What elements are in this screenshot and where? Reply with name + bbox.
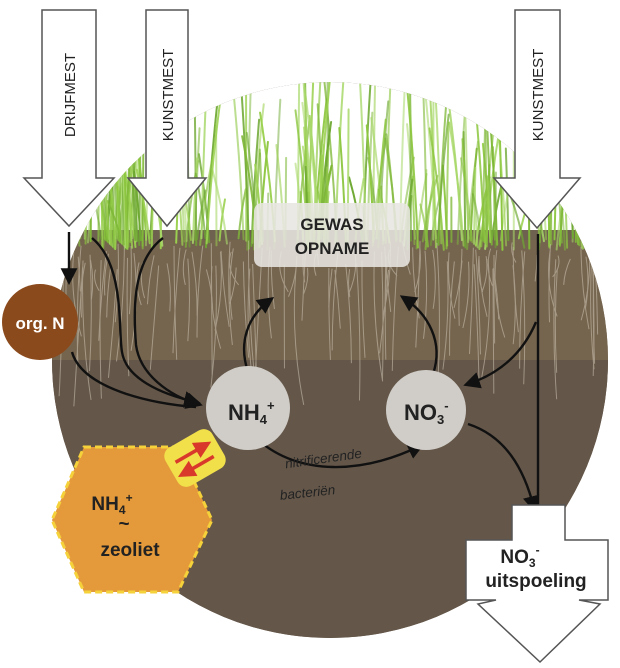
nh4-node — [206, 366, 290, 450]
kunstmest-right-arrow: KUNSTMEST — [492, 9, 582, 230]
drijfmest-to-nh4-arrow — [91, 237, 201, 408]
org-n-node — [2, 284, 78, 360]
kunstmest-right-label: KUNSTMEST — [530, 49, 547, 142]
kunstmest-left-label: KUNSTMEST — [160, 49, 177, 142]
leaching-label-line2: uitspoeling — [485, 571, 586, 592]
zeolite-line1: NH4+ — [91, 491, 132, 517]
leaching-label-line1: NO3- — [500, 543, 539, 570]
nh4-label: NH4+ — [228, 398, 275, 427]
no3-label: NO3- — [404, 398, 449, 427]
no3-node — [386, 370, 466, 450]
leaching-arrow — [465, 504, 609, 664]
zeolite-line3: zeoliet — [100, 540, 160, 561]
nitrification-arrow — [257, 439, 425, 469]
flow-arrows — [60, 232, 547, 524]
no3-to-crop-arrow — [399, 295, 438, 375]
crop-uptake-line2: OPNAME — [295, 239, 370, 258]
crop-uptake-box — [254, 203, 410, 267]
no3-to-leaching-arrow — [467, 422, 540, 513]
exchange-icon — [164, 429, 226, 487]
orgn-to-nh4-arrow — [70, 351, 197, 409]
crop-uptake-line1: GEWAS — [300, 215, 363, 234]
drijfmest-label: DRIJFMEST — [62, 53, 79, 137]
kunstmest-left-arrow: KUNSTMEST — [126, 9, 208, 228]
bacteria-label-line2: bacteriën — [279, 482, 336, 503]
drijfmest-arrow: DRIJFMEST — [22, 9, 116, 228]
zeolite-line2: ~ — [118, 514, 129, 535]
kunstmest-to-no3-arrow — [463, 321, 538, 389]
kunstmest-to-nh4-arrow — [133, 237, 203, 409]
nh4-to-crop-arrow — [242, 297, 275, 373]
org-n-label: org. N — [15, 314, 64, 333]
